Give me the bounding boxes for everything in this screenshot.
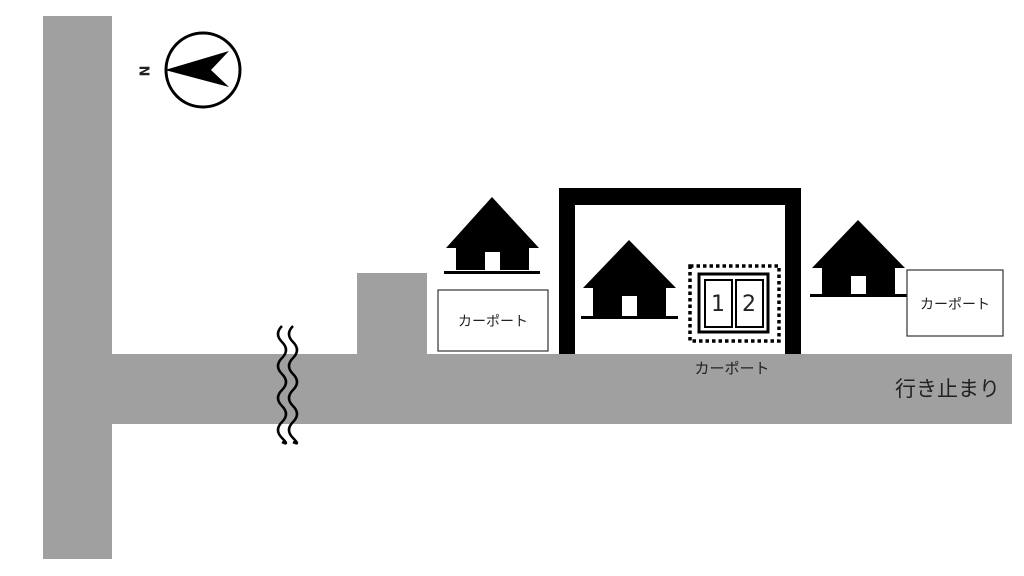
dead-end-label: 行き止まり	[895, 377, 1000, 401]
road-break-icon	[276, 325, 299, 445]
parking-space-1-label: 1	[711, 292, 725, 317]
parking-dotted-border	[688, 264, 781, 343]
north-arrow-icon	[164, 31, 242, 109]
house-icon	[810, 220, 907, 297]
parking-space-1	[704, 279, 733, 328]
carport-left-label: カーポート	[458, 314, 528, 330]
vertical-road	[43, 16, 112, 559]
parking-space-2	[735, 279, 764, 328]
parking-space-outline	[697, 272, 770, 334]
parking-space-2-label: 2	[742, 292, 756, 317]
horizontal-road	[112, 354, 1012, 424]
road-stub	[357, 273, 427, 355]
parking-label: カーポート	[694, 360, 769, 378]
house-icon	[581, 240, 678, 319]
carport-right-box	[906, 269, 1004, 337]
compass-north-label: N	[136, 66, 151, 77]
carport-right-label: カーポート	[920, 297, 990, 313]
property-frame	[559, 188, 801, 354]
carport-left-box	[437, 289, 549, 352]
house-icon	[444, 197, 540, 274]
